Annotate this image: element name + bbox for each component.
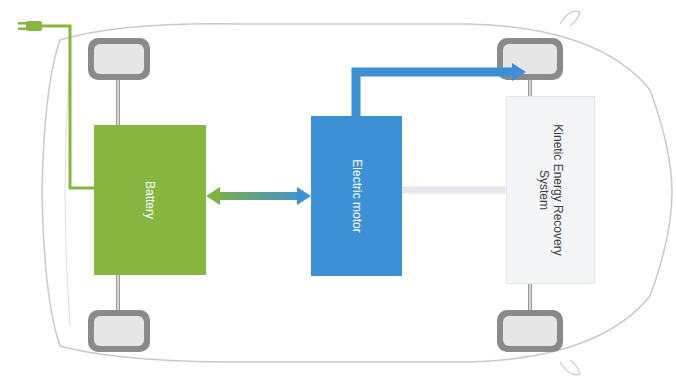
node-label: Kinetic Energy Recovery System [537, 115, 565, 265]
plug [18, 21, 42, 31]
motor-box: Electric motor [311, 116, 402, 276]
wheel [88, 310, 150, 352]
wheel [497, 310, 563, 352]
kers-box: Kinetic Energy Recovery System [506, 96, 595, 284]
power-flow-arrow [206, 187, 311, 205]
node-label: Electric motor [350, 126, 364, 266]
drive-power-arrowhead [512, 63, 526, 81]
node-label: Battery [143, 135, 157, 265]
recovery-link [402, 190, 506, 191]
battery-box: Battery [94, 125, 206, 275]
charging-cable [42, 26, 96, 188]
mirror [560, 360, 580, 375]
car-body-outline [42, 24, 672, 362]
wheel [88, 38, 150, 80]
mirror [560, 11, 580, 26]
drive-power-arrow [356, 72, 514, 116]
